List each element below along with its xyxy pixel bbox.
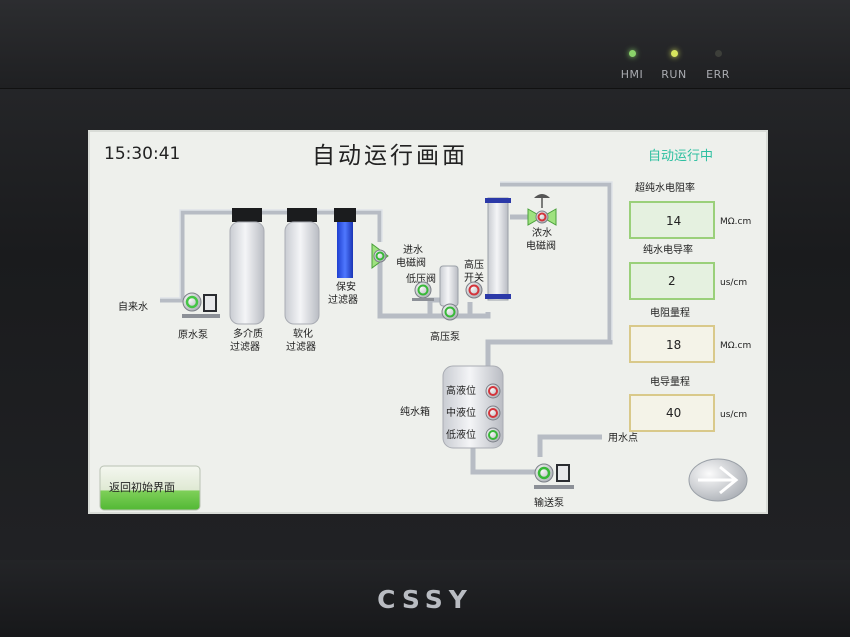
hmi-screen: 15:30:41 自动运行画面 自动运行中 多介质 过滤器 软化 过滤器 保安 … [88,130,768,514]
reading-conductivity-label: 纯水电导率 [643,243,693,256]
reading-resistance-range-label: 电阻量程 [650,306,690,319]
reading-conductivity-value: 2 [668,274,676,288]
security-filter-label-2: 过滤器 [328,293,358,306]
reading-resistance-range: 电阻量程 18 MΩ.cm [629,306,751,363]
low-pressure-valve-label: 低压阀 [406,272,436,285]
tap-water-label: 自来水 [118,300,148,313]
reading-conductivity-range-value: 40 [666,406,681,420]
process-diagram: 15:30:41 自动运行画面 自动运行中 多介质 过滤器 软化 过滤器 保安 … [99,143,751,511]
back-to-home-button[interactable]: 返回初始界面 [99,465,201,511]
reading-conductivity-range: 电导量程 40 us/cm [629,375,747,432]
back-button-label: 返回初始界面 [109,480,175,494]
reading-resistivity-box[interactable] [629,201,715,239]
transfer-pump: 输送泵 [534,463,574,509]
reading-conductivity-unit: us/cm [720,278,747,288]
pure-water-tank: 纯水箱 高液位 中液位 低液位 [400,365,504,449]
reading-conductivity-box[interactable] [629,262,715,300]
next-page-button[interactable] [688,458,748,502]
clock: 15:30:41 [104,144,180,164]
page-title: 自动运行画面 [312,143,468,169]
multimedia-filter: 多介质 过滤器 [229,208,265,353]
led-run-light [670,50,678,57]
inlet-valve-label-2: 电磁阀 [396,256,426,269]
hp-pump-label: 高压泵 [430,330,460,343]
led-hmi-label: HMI [620,68,644,81]
reading-resistance-range-value: 18 [666,338,681,352]
led-run: RUN [654,50,694,82]
softener-label-2: 过滤器 [286,340,316,353]
reading-resistivity: 超纯水电阻率 14 MΩ.cm [629,181,751,239]
softener-label-1: 软化 [293,327,313,340]
pure-tank-label: 纯水箱 [400,405,430,418]
reading-resistivity-label: 超纯水电阻率 [635,181,695,194]
security-filter-label-1: 保安 [336,280,356,293]
transfer-pump-label: 输送泵 [534,496,564,509]
multimedia-filter-label-1: 多介质 [233,327,263,340]
high-pressure-switch: 高压 开关 [464,258,484,299]
use-point-label: 用水点 [608,432,638,444]
reading-conductivity-range-label: 电导量程 [650,375,690,388]
low-pressure-valve: 低压阀 [406,272,436,301]
led-run-label: RUN [661,68,687,81]
concentrate-valve-label-1: 浓水 [532,227,552,239]
security-filter: 保安 过滤器 [328,208,358,306]
pipes [160,181,613,475]
reading-resistance-range-box[interactable] [629,325,715,363]
reading-resistance-range-unit: MΩ.cm [720,341,751,351]
reading-conductivity-range-box[interactable] [629,394,715,432]
hp-switch-label-2: 开关 [464,271,484,284]
raw-pump-label: 原水泵 [178,329,208,341]
reading-resistivity-unit: MΩ.cm [720,217,751,227]
multimedia-filter-label-2: 过滤器 [230,340,260,353]
concentrate-valve-label-2: 电磁阀 [526,239,556,252]
level-high-label: 高液位 [446,384,476,397]
bezel-bottom [0,560,850,637]
inlet-valve: 进水 电磁阀 [371,243,426,269]
hp-switch-label-1: 高压 [464,258,484,271]
arrow-right-icon [698,465,739,495]
high-pressure-pump: 高压泵 [430,265,460,343]
softener-filter: 软化 过滤器 [284,208,320,353]
inlet-valve-label-1: 进水 [403,244,423,256]
reading-conductivity-range-unit: us/cm [720,410,747,420]
reading-conductivity: 纯水电导率 2 us/cm [629,243,747,300]
brand-logo: CSSY [377,585,473,614]
raw-water-pump: 原水泵 [178,292,220,341]
led-err: ERR [698,50,738,82]
reading-resistivity-value: 14 [666,214,681,228]
led-hmi: HMI [612,50,652,82]
level-low-label: 低液位 [446,428,476,441]
concentrate-valve: 浓水 电磁阀 [526,194,557,252]
led-err-label: ERR [706,68,730,81]
pipe-highlights [160,181,613,340]
status-leds: HMI RUN ERR [612,50,742,84]
level-mid-label: 中液位 [446,406,476,419]
ro-membrane [485,197,511,301]
led-hmi-light [628,50,636,57]
led-err-light [714,50,722,57]
status-running: 自动运行中 [648,149,713,164]
bezel-top [0,0,850,89]
